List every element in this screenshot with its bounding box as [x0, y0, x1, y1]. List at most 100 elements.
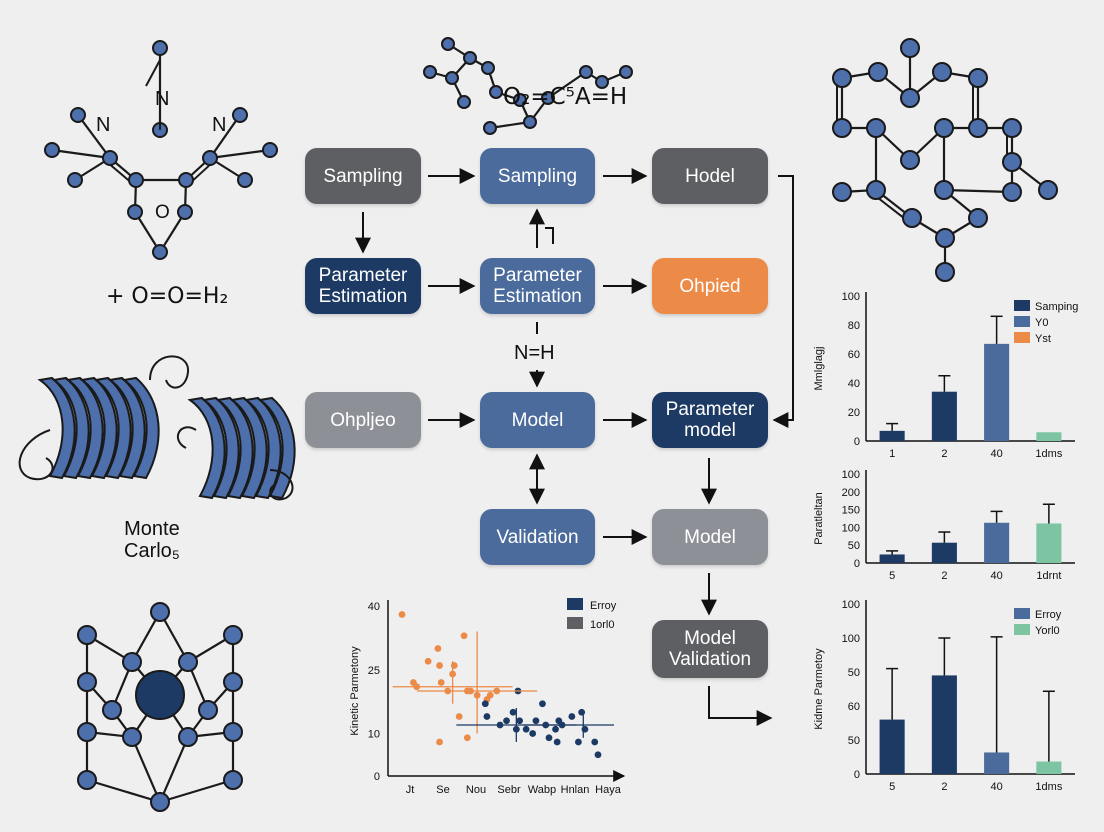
bar-chart-top-y-tick: 40	[848, 378, 860, 390]
molecule-top-right-atom	[832, 68, 852, 88]
scatter-chart-point	[481, 700, 489, 708]
scatter-chart-y-label: Kinetic Parmetony	[349, 646, 361, 736]
molecule-top-right-atom	[968, 208, 988, 228]
flow-box-ohpljeo: Ohpljeo	[305, 392, 421, 448]
protein-loop	[149, 355, 190, 389]
molecule-top-left-atom	[178, 172, 194, 188]
scatter-chart-x-tick: Sebr	[497, 784, 521, 796]
molecule-top-right-atom	[900, 38, 920, 58]
bar-chart-bottom-y-tick: 100	[842, 599, 860, 611]
molecule-top-right-atom	[866, 180, 886, 200]
flow-arrows	[355, 168, 794, 726]
flow-box-hodel: Hodel	[652, 148, 768, 204]
atom-label-o: O	[155, 202, 170, 223]
molecule-bottom-left-atom	[223, 625, 243, 645]
molecule-top-left-atom	[44, 142, 60, 158]
molecule-top-right-atom	[968, 118, 988, 138]
scatter-chart-legend-label: 1orl0	[590, 619, 614, 631]
protein-loop	[176, 426, 197, 449]
molecule-top-left-bond	[209, 114, 241, 159]
flow-box-ohpied: Ohpied	[652, 258, 768, 314]
scatter-chart-point	[463, 734, 471, 742]
molecule-top-center-atom	[595, 75, 609, 89]
monte-carlo-caption: Monte Carlo₅	[124, 518, 180, 562]
scatter-chart-x-tick: Hnlan	[561, 784, 590, 796]
molecule-top-right-atom	[902, 208, 922, 228]
atom-label-n-right: N	[212, 114, 227, 136]
protein-left-strand	[107, 376, 146, 480]
protein-loop	[269, 469, 294, 501]
protein-ribbon-illustration	[18, 355, 296, 501]
molecule-top-left	[44, 40, 278, 260]
protein-right-strand	[215, 396, 254, 500]
bar-chart-middle-y-tick: 150	[842, 505, 860, 517]
molecule-bottom-left-bond	[130, 736, 162, 803]
scatter-chart-x-tick: Nou	[466, 784, 486, 796]
bar-chart-middle-x-tick: 1drnt	[1036, 570, 1061, 582]
bar-chart-bottom-legend-swatch	[1014, 608, 1030, 619]
protein-left-strand	[79, 376, 118, 480]
molecule-bottom-left-atom	[77, 625, 97, 645]
molecule-top-right-atom	[866, 118, 886, 138]
molecule-top-right-atom	[935, 262, 955, 282]
molecule-top-right-atom	[900, 88, 920, 108]
molecule-top-center-atom	[483, 121, 497, 135]
scatter-chart-point	[578, 708, 586, 716]
bar-chart-bottom-bar	[1036, 761, 1062, 774]
protein-left	[37, 376, 160, 480]
arrow-col2-bracket	[545, 227, 554, 244]
molecule-top-right-atom	[1002, 152, 1022, 172]
bar-chart-top-y-tick: 20	[848, 407, 860, 419]
protein-right-strand	[257, 396, 296, 500]
bar-chart-middle-bar	[984, 522, 1010, 563]
molecule-bottom-left-atom	[223, 770, 243, 790]
molecule-top-right-atom	[1038, 180, 1058, 200]
bar-chart-top-x-tick: 2	[941, 448, 947, 460]
molecule-bottom-left-atom	[77, 672, 97, 692]
flow-box-model-validation: Model Validation	[652, 620, 768, 678]
protein-left-strand	[93, 376, 132, 480]
bar-chart-middle-x-tick: 2	[941, 570, 947, 582]
molecule-top-center-bond	[547, 71, 587, 99]
molecule-bottom-left-atom	[102, 700, 122, 720]
scatter-chart-point	[436, 738, 443, 746]
scatter-chart-point	[575, 738, 582, 746]
molecule-top-center-atom	[513, 93, 527, 107]
molecule-bottom-left-bond	[158, 736, 190, 803]
molecule-top-left-bond	[145, 59, 161, 87]
bar-chart-top-bar	[931, 391, 957, 441]
molecule-top-center-atom	[463, 51, 477, 65]
bar-chart-middle-bar	[931, 542, 957, 563]
molecule-bottom-left-atom	[150, 792, 170, 812]
scatter-chart-y-tick: 10	[368, 729, 380, 741]
molecule-top-right-bond	[943, 188, 1013, 194]
scatter-chart-y-tick: 40	[368, 601, 380, 613]
molecule-top-right-atom	[968, 68, 988, 88]
molecule-bottom-left-atom	[122, 652, 142, 672]
flow-box-model-1: Model	[480, 392, 595, 448]
molecule-top-center-atom	[445, 71, 459, 85]
protein-right-strand	[187, 396, 226, 500]
scatter-chart-point	[455, 713, 463, 720]
scatter-chart-x-tick: Haya	[595, 784, 622, 796]
molecule-bottom-left-bond	[159, 778, 234, 804]
scatter-chart-x-tick: Se	[436, 784, 449, 796]
molecule-bottom-left-atom	[178, 727, 198, 747]
molecule-bottom-left	[77, 602, 243, 812]
protein-left-strand	[51, 376, 90, 480]
bar-chart-top-y-tick: 60	[848, 349, 860, 361]
protein-loop	[18, 429, 54, 481]
scatter-chart-point	[552, 725, 559, 733]
molecule-top-center-atom	[523, 115, 537, 129]
bar-chart-bottom-legend-label: Erroy	[1035, 609, 1062, 621]
flow-box-parameter-model: Parameter model	[652, 392, 768, 448]
protein-right-strand	[229, 396, 268, 500]
scatter-chart-y-tick: 25	[368, 665, 380, 677]
molecule-top-center-atom	[441, 37, 455, 51]
molecule-top-right-atom	[900, 150, 920, 170]
scatter-chart-point	[568, 713, 576, 720]
molecule-top-left-atom	[232, 107, 248, 123]
